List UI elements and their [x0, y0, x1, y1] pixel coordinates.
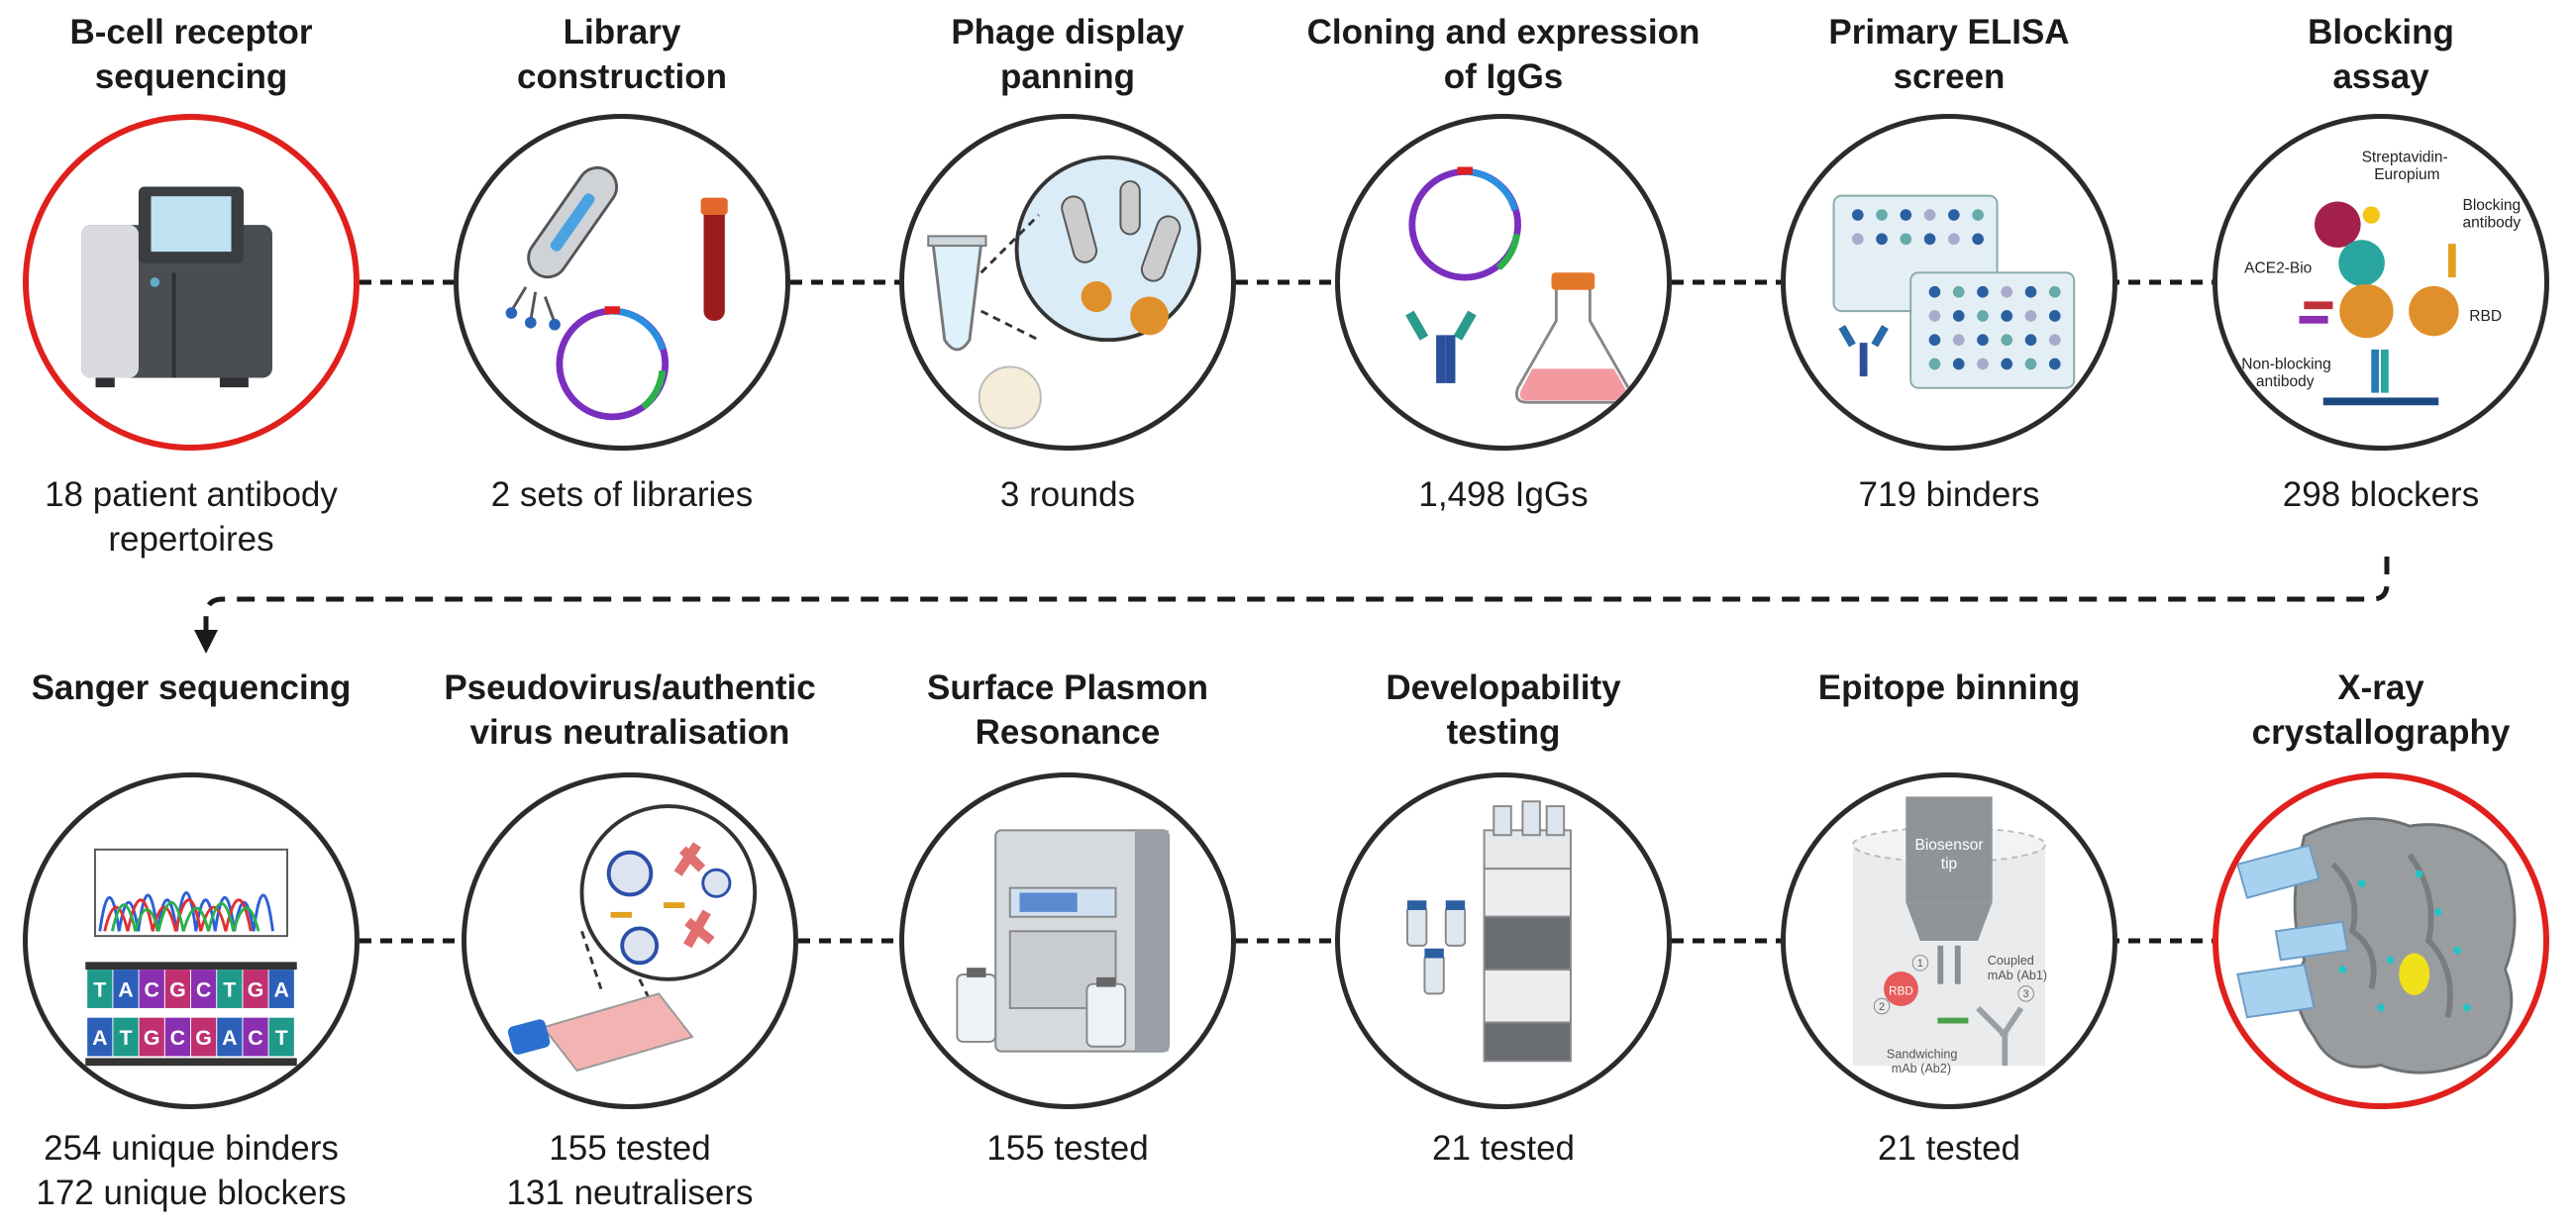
elisa-plate-icon	[1781, 114, 2117, 451]
label-step-1: 1	[1917, 958, 1923, 970]
phage-plasmid-tube-icon	[454, 114, 790, 451]
base-bottom: T	[275, 1026, 288, 1050]
step-description: 2 sets of libraries	[490, 475, 754, 514]
hplc-instrument-icon	[1335, 772, 1672, 1109]
step-description: 3 rounds	[999, 475, 1136, 514]
base-bottom: G	[195, 1026, 212, 1050]
base-top: A	[118, 977, 133, 1001]
return-connector	[203, 557, 2390, 634]
label-sandwiching: Sandwiching	[1887, 1047, 1958, 1061]
step-title: Sanger sequencing	[31, 668, 352, 707]
protein-structure-icon	[2213, 772, 2549, 1109]
base-bottom: A	[222, 1026, 237, 1050]
base-bottom: A	[92, 1026, 107, 1050]
step-description: 155 tested	[986, 1129, 1149, 1168]
label-rbd: RBD	[2469, 308, 2502, 325]
base-bottom: T	[119, 1026, 132, 1050]
sequencer-machine-icon	[23, 114, 360, 451]
label-coupled: Coupled	[1988, 954, 2034, 968]
step-description: 719 binders	[1858, 475, 2040, 514]
label-sandwiching-mab: mAb (Ab2)	[1892, 1062, 1951, 1075]
label-blocking: Blocking	[2463, 197, 2522, 214]
label-step-3: 3	[2023, 988, 2029, 1000]
base-bottom: G	[144, 1026, 160, 1050]
base-top: C	[196, 977, 211, 1001]
blocking-assay-icon: Streptavidin- Europium Blocking antibody…	[2213, 114, 2549, 451]
base-top: T	[93, 977, 106, 1001]
label-tip: tip	[1941, 856, 1957, 872]
arrowhead-icon	[194, 630, 218, 654]
label-non-blocking-antibody: antibody	[2256, 373, 2315, 390]
label-non-blocking: Non-blocking	[2241, 356, 2331, 372]
label-biosensor: Biosensor	[1915, 837, 1984, 854]
base-top: G	[169, 977, 186, 1001]
label-rbd: RBD	[1889, 984, 1913, 997]
step-description: 1,498 IgGs	[1418, 475, 1589, 514]
phage-panning-icon	[899, 114, 1236, 451]
base-top: A	[274, 977, 289, 1001]
label-coupled-mab: mAb (Ab1)	[1988, 969, 2047, 982]
base-top: C	[144, 977, 158, 1001]
chromatogram-icon: T A C G C T G A A T G C G A C T	[23, 772, 360, 1109]
label-step-2: 2	[1879, 1001, 1885, 1013]
step-title: Epitope binning	[1817, 668, 2081, 707]
virus-flask-icon	[462, 772, 798, 1109]
label-streptavidin: Streptavidin-	[2362, 150, 2448, 166]
base-top: T	[223, 977, 236, 1001]
step-description: 298 blockers	[2282, 475, 2480, 514]
spr-instrument-icon	[899, 772, 1236, 1109]
step-description: 21 tested	[1878, 1129, 2020, 1168]
label-ace2-bio: ACE2-Bio	[2244, 259, 2312, 276]
base-bottom: C	[248, 1026, 262, 1050]
plasmid-antibody-flask-icon	[1335, 114, 1672, 451]
biosensor-tip-icon: Biosensor tip RBD Coupled mAb (Ab1) Sand…	[1781, 772, 2117, 1109]
label-europium: Europium	[2374, 166, 2439, 183]
label-blocking-antibody: antibody	[2463, 215, 2522, 232]
base-top: G	[248, 977, 264, 1001]
step-description: 21 tested	[1432, 1129, 1575, 1168]
base-bottom: C	[170, 1026, 185, 1050]
